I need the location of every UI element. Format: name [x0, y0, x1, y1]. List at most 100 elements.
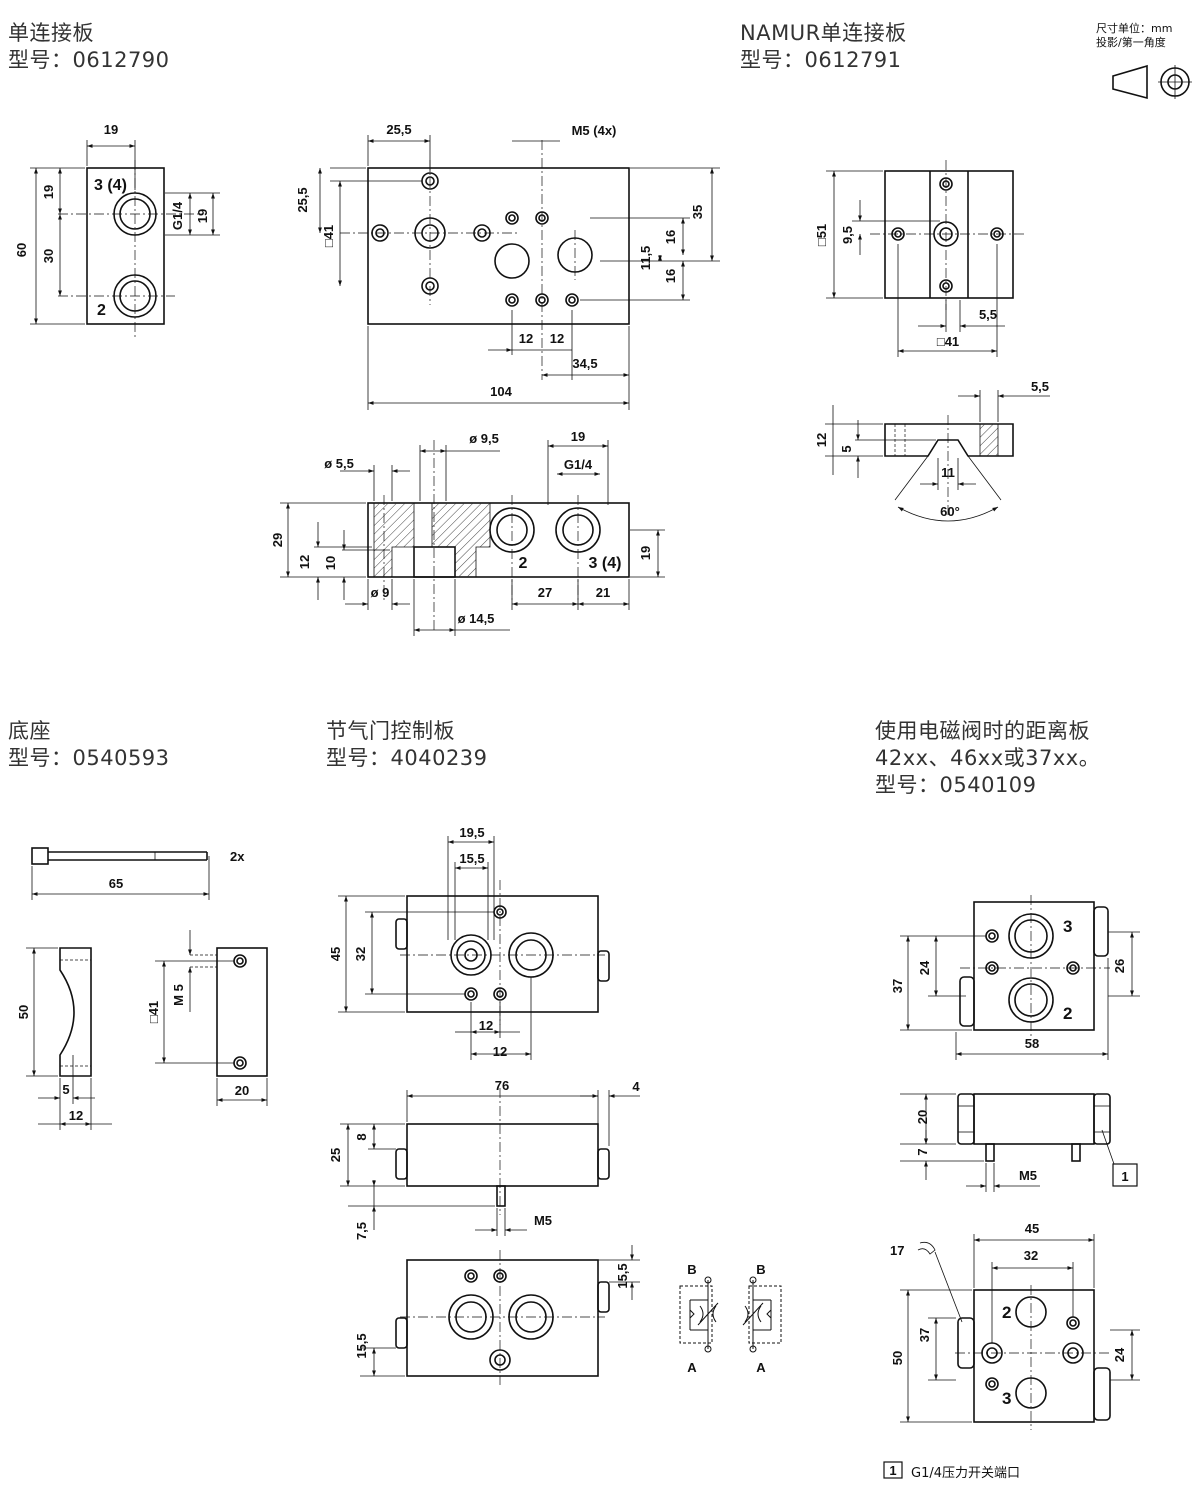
dim-label: 19 — [638, 546, 653, 560]
model-number: 型号：0612790 — [8, 48, 170, 72]
dim-label: 27 — [538, 585, 552, 600]
dim-label: 50 — [16, 1005, 31, 1019]
dim-label: 5 — [62, 1082, 69, 1097]
heading-base: 底座 型号：0540593 — [8, 718, 170, 772]
dim-label: 17 — [890, 1243, 904, 1258]
projection-symbol-icon — [1112, 64, 1192, 100]
port-label: 2 — [519, 555, 528, 572]
base-block — [190, 947, 268, 1077]
base-saddle-dims — [26, 947, 112, 1130]
dim-label: 12 — [297, 555, 312, 569]
throttle-plate-bottom-view — [395, 1250, 610, 1385]
base-bolt — [31, 847, 208, 865]
dim-label: 2x — [230, 849, 245, 864]
dim-label: G1/4 — [564, 457, 593, 472]
valve-port-label: B — [756, 1262, 765, 1277]
footnote-box — [883, 1461, 903, 1479]
dim-label: 65 — [109, 876, 123, 891]
port-label: 3 (4) — [94, 177, 127, 194]
single-plate-side-dims — [30, 140, 220, 325]
spacer-plate-bottom-view — [955, 1285, 1111, 1430]
valve-port-label: A — [687, 1360, 697, 1375]
dim-label: 30 — [41, 249, 56, 263]
model-number: 型号：0540109 — [875, 773, 1037, 797]
dim-label: 19 — [571, 429, 585, 444]
title: 节气门控制板 — [326, 719, 455, 743]
dim-label: 45 — [328, 947, 343, 961]
single-plate-section-view — [367, 440, 630, 630]
spacer-plate-bottom-dims — [900, 1234, 1140, 1423]
dim-label: 8 — [354, 1133, 369, 1140]
dim-label: 29 — [270, 533, 285, 547]
valve-port-label: A — [756, 1360, 766, 1375]
dim-label: 9,5 — [840, 226, 855, 244]
dim-label: 16 — [663, 230, 678, 244]
title: 底座 — [8, 719, 51, 743]
dim-label: 76 — [495, 1078, 509, 1093]
dim-label: □41 — [146, 1001, 161, 1023]
spacer-plate-front-dims — [900, 1093, 1115, 1192]
base-block-dims — [155, 930, 268, 1106]
spacer-plate-front-view — [957, 1093, 1111, 1162]
dim-label: 5,5 — [979, 307, 997, 322]
dim-label: 5 — [839, 445, 854, 452]
dim-label: 25 — [328, 1148, 343, 1162]
namur-plate-top-view — [870, 160, 1025, 310]
dim-label: ø 5,5 — [324, 456, 354, 471]
dim-label: 5,5 — [1031, 379, 1049, 394]
throttle-valve-symbol-left — [679, 1276, 719, 1353]
dim-label: 15,5 — [615, 1263, 630, 1288]
dim-label: 50 — [890, 1351, 905, 1365]
dim-label: 32 — [353, 947, 368, 961]
callout-number: 1 — [1121, 1169, 1128, 1184]
footnote-number: 1 — [889, 1463, 896, 1478]
dim-label: 104 — [490, 384, 512, 399]
dim-label: 16 — [663, 269, 678, 283]
port-label: 2 — [97, 302, 106, 319]
throttle-valve-symbol-right — [742, 1276, 782, 1353]
single-plate-side-view — [58, 160, 200, 340]
throttle-plate-front-view — [395, 1088, 610, 1215]
port-label: 2 — [1063, 1004, 1072, 1023]
port-label: 3 — [1063, 917, 1072, 936]
dim-label: ø 9,5 — [469, 431, 499, 446]
dim-label: 35 — [690, 205, 705, 219]
dim-label: 10 — [323, 556, 338, 570]
dim-label: 12 — [519, 331, 533, 346]
dim-label: M5 (4x) — [572, 123, 617, 138]
dim-label: 34,5 — [572, 356, 597, 371]
dim-label: 25,5 — [295, 187, 310, 212]
title: 使用电磁阀时的距离板 — [875, 719, 1090, 743]
dim-label: 11 — [941, 465, 955, 480]
dim-label: M5 — [534, 1213, 552, 1228]
dim-label: 58 — [1025, 1036, 1039, 1051]
dim-label: 4 — [632, 1079, 640, 1094]
dim-label: 60 — [14, 243, 29, 257]
model-number: 型号：0612791 — [740, 48, 902, 72]
dim-label: 32 — [1024, 1248, 1038, 1263]
dim-label: 11,5 — [638, 246, 653, 271]
dim-label: 20 — [915, 1110, 930, 1124]
dim-label: 20 — [235, 1083, 249, 1098]
dim-label: 19 — [41, 185, 56, 199]
heading-spacer-plate: 使用电磁阀时的距离板 42xx、46xx或37xx。 型号：0540109 — [875, 718, 1100, 799]
throttle-plate-top-dims — [338, 836, 532, 1060]
callout-box — [1112, 1163, 1138, 1187]
port-label: 3 — [1002, 1389, 1011, 1408]
units-line: 尺寸单位：mm — [1096, 22, 1173, 35]
base-saddle — [59, 947, 92, 1077]
dim-label: 24 — [917, 960, 932, 975]
dim-label: 26 — [1112, 959, 1127, 973]
base-bolt-dims — [31, 856, 210, 900]
port-label: 2 — [1002, 1303, 1011, 1322]
dim-label: 15,5 — [354, 1333, 369, 1358]
valve-port-label: B — [687, 1262, 696, 1277]
dim-label: 37 — [917, 1328, 932, 1342]
dim-label: 15,5 — [459, 851, 484, 866]
dim-label: 37 — [890, 979, 905, 993]
spacer-plate-top-dims — [900, 931, 1140, 1060]
throttle-plate-top-view — [395, 880, 610, 1025]
dim-label: 19 — [195, 209, 210, 223]
dim-label: 19,5 — [459, 825, 484, 840]
